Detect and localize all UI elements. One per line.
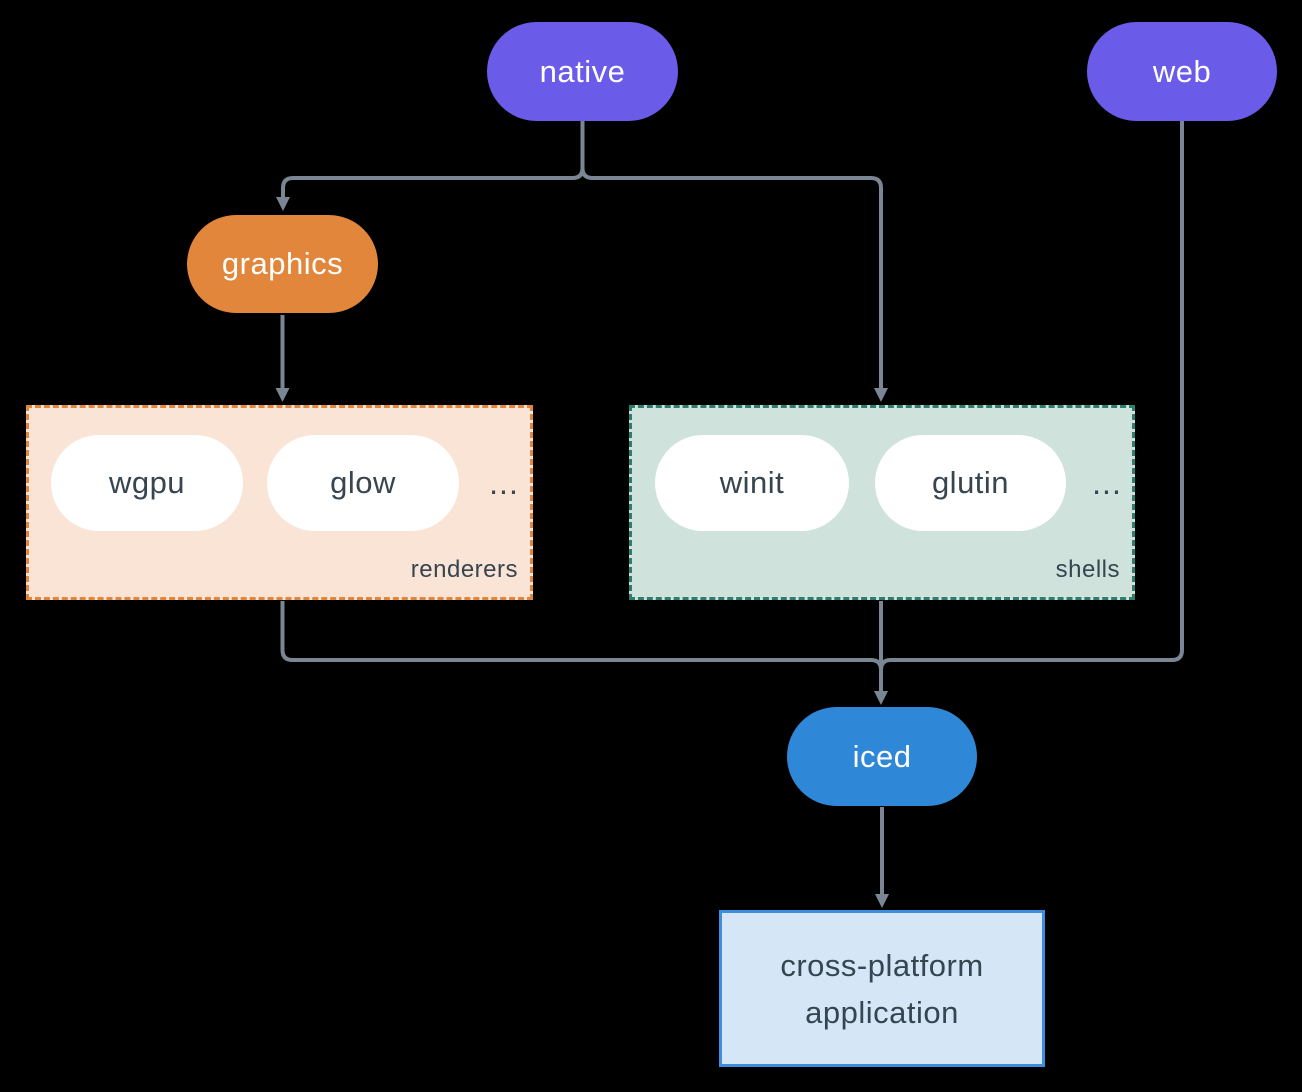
node-glow-label: glow bbox=[330, 465, 396, 500]
shells-ellipsis: ... bbox=[1092, 464, 1122, 501]
edge-native-shells bbox=[580, 121, 888, 402]
node-graphics-label: graphics bbox=[221, 246, 344, 281]
node-iced: iced bbox=[787, 707, 977, 806]
node-winit-label: winit bbox=[719, 465, 785, 500]
renderers-ellipsis: ... bbox=[489, 464, 519, 501]
node-glutin: glutin bbox=[875, 435, 1066, 531]
group-renderers: wgpu glow ... renderers bbox=[26, 405, 533, 600]
node-cross-platform-application: cross-platform application bbox=[719, 910, 1045, 1067]
node-winit: winit bbox=[655, 435, 849, 531]
node-wgpu: wgpu bbox=[51, 435, 243, 531]
node-web: web bbox=[1087, 22, 1277, 121]
group-shells: winit glutin ... shells bbox=[629, 405, 1135, 600]
node-native: native bbox=[487, 22, 678, 121]
edge-native-graphics bbox=[276, 121, 585, 211]
edge-renderers-iced bbox=[280, 601, 883, 671]
node-wgpu-label: wgpu bbox=[108, 465, 186, 500]
node-native-label: native bbox=[539, 53, 626, 89]
node-graphics: graphics bbox=[187, 215, 378, 313]
shells-group-label: shells bbox=[1055, 556, 1120, 583]
node-glow: glow bbox=[267, 435, 459, 531]
node-iced-label: iced bbox=[852, 738, 912, 774]
node-web-label: web bbox=[1152, 53, 1212, 89]
renderers-group-label: renderers bbox=[410, 556, 518, 583]
node-application-label: cross-platform application bbox=[780, 947, 984, 1030]
node-glutin-label: glutin bbox=[931, 465, 1010, 500]
